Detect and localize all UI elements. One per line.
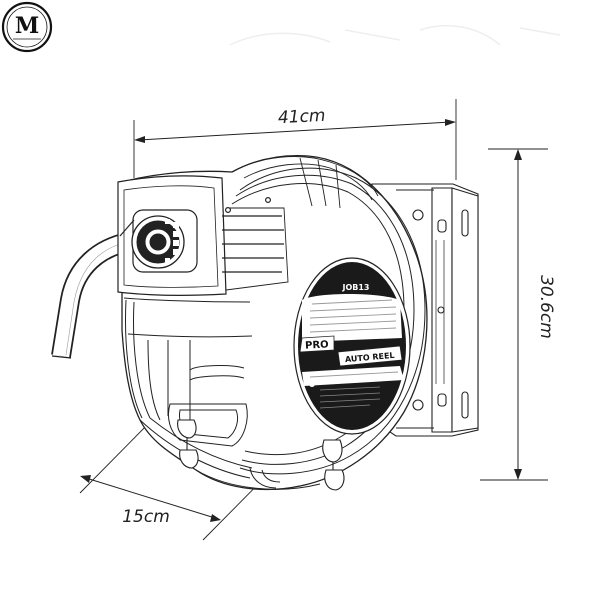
width-dimension-label: 41cm	[277, 106, 326, 128]
hose-outlet	[119, 209, 198, 273]
auto-reel-badge	[337, 345, 403, 367]
pro-badge	[299, 335, 335, 353]
housing-top-ridges	[231, 156, 379, 209]
hose	[51, 232, 131, 359]
label-model-text: JOB13	[341, 283, 369, 292]
height-dimension-label: 30.6cm	[536, 275, 556, 339]
product-label	[293, 257, 411, 435]
width-dimension	[133, 99, 457, 180]
auto-reel-badge-text: AUTO REEL	[345, 351, 395, 364]
brand-logo: M	[1, 1, 53, 53]
pro-badge-text: PRO	[305, 339, 329, 351]
depth-dimension-label: 15cm	[122, 507, 170, 527]
depth-dimension	[79, 419, 291, 541]
housing-bottom	[195, 467, 321, 490]
logo-letter: M	[15, 13, 39, 39]
faint-watermark	[229, 24, 561, 46]
hose-clips	[177, 419, 345, 491]
height-dimension	[480, 148, 548, 481]
